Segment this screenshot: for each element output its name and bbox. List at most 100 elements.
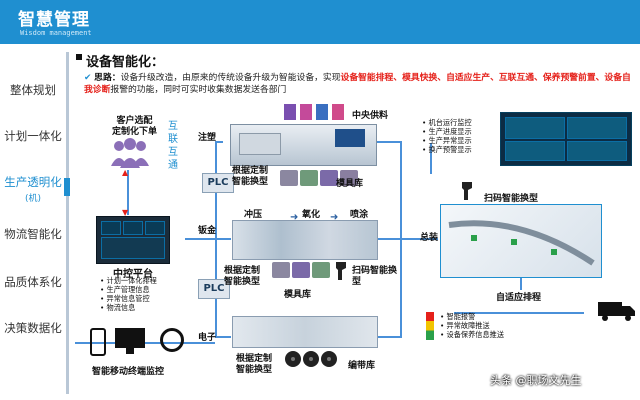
injection-label: 注塑 [198,133,217,143]
connector-line [520,276,522,290]
mold-lib-1-label: 模具库 [336,179,364,189]
mold-icon [340,170,358,186]
central-platform-label: 中控平台 [113,269,153,280]
sidebar-active-indicator [64,178,70,196]
connector-line [376,238,438,240]
scanner-icon [460,180,474,202]
header-subtitle: Wisdom management [20,29,92,37]
monitor-items-list: • 机台运行监控 • 生产进度显示 • 生产异常显示 • 换产预警显示 [422,118,472,154]
idea-text-1: 设备升级改造，由原来的传统设备升级为智能设备，实现 [120,73,341,83]
monitor-item: 机台运行监控 [428,118,472,127]
sidebar-item-label: 计划一体化 [4,129,62,143]
connector-line [215,238,231,240]
watch-icon [160,328,184,352]
platform-items-list: • 计划一体化排程 • 生产管理信息 • 异常信息管控 • 物流信息 [100,276,157,312]
sidebar-item-logistics[interactable]: 物流智能化 [2,226,64,242]
connector-line [430,143,432,174]
spraying-label: 喷涂 [350,210,369,220]
scan-change-1-label: 扫码智能换 型 [352,266,398,287]
central-supply-label: 中央供料 [352,111,389,121]
sidebar-item-plan-integration[interactable]: 计划一体化 [2,128,64,144]
header-title: 智慧管理 [18,10,90,30]
mold-icon [272,262,290,278]
adaptive-scheduling-label: 自适应排程 [496,293,542,303]
connector-line [376,336,400,338]
sidebar-item-sublabel: (机) [24,194,42,204]
sidebar-item-label: 生产透明化 [4,175,62,189]
sidebar-divider [66,52,69,394]
scanner-icon [334,260,348,282]
platform-item: 异常信息管控 [106,294,150,303]
sheet-metal-label: 钣金 [198,226,217,236]
connector-line [215,336,231,338]
sidebar-item-decision[interactable]: 决策数据化 [2,320,64,336]
platform-item: 物流信息 [106,303,136,312]
platform-item: 生产管理信息 [106,285,150,294]
interconnect-label: 互联互通 [168,121,178,171]
customer-label: 客户选配 定制化下单 [112,116,158,137]
monitor-stand [126,348,134,354]
mold-lib-2-label: 模具库 [284,290,312,300]
phone-icon [90,328,106,356]
platform-item: 计划一体化排程 [106,276,157,285]
scan-change-2-label: 扫码智能换型 [484,194,539,204]
customer-group-icon [109,138,151,168]
mold-icon [312,262,330,278]
signal-tower-icon [426,312,434,340]
idea-text-2: 报警的功能，同时可实时收集数据发送各部门 [110,85,287,95]
smt-line-image [232,316,378,348]
alarm-item: 设备保养信息推送 [446,330,505,339]
mobile-monitor-label: 智能移动终端监控 [92,367,165,377]
section-title: 设备智能化： [86,55,165,70]
custom-mold-3-label: 根据定制 智能换型 [236,354,273,375]
assembly-label: 总装 [420,233,439,243]
plc-box: PLC [198,279,230,299]
mold-icon [280,170,298,186]
arrow-down-icon: ▼ [122,208,129,217]
alarm-items-list: • 智能报警 • 异常故障推送 • 设备保养信息推送 [440,312,505,339]
connector-line [75,342,215,344]
sheet-metal-line-image [232,220,378,260]
tape-reels-image [284,350,338,368]
connector-line [127,170,129,215]
alarm-item: 智能报警 [446,312,476,321]
sidebar-item-label: 物流智能化 [4,227,62,241]
header-bar: 智慧管理 Wisdom management [0,0,640,44]
stamping-label: 冲压 [244,210,263,220]
dashboard-screens-image [500,112,632,166]
monitor-item: 换产预警显示 [428,145,472,154]
mold-icon [300,170,318,186]
bullet-square-icon [76,54,82,60]
sidebar: 整体规划 计划一体化 生产透明化 (机) 物流智能化 品质体系化 决策数据化 [0,44,70,400]
oxidation-label: 氧化 [302,210,321,220]
check-icon: ✔ [84,73,92,83]
custom-mold-1-label: 根据定制 智能换型 [232,166,269,187]
mold-icon [320,170,338,186]
sidebar-item-overall-planning[interactable]: 整体规划 [2,82,64,98]
monitor-item: 生产进度显示 [428,127,472,136]
arrow-right-icon: ➜ [330,212,339,223]
sidebar-item-production-transparency[interactable]: 生产透明化 (机) [2,174,64,204]
control-room-image [96,216,170,264]
mold-icon [292,262,310,278]
monitor-icon [115,328,145,348]
connector-line [185,238,215,240]
assembly-line-image [440,204,602,278]
arrow-right-icon: ➜ [290,212,299,223]
idea-paragraph: ✔ 思路：设备升级改造，由原来的传统设备升级为智能设备，实现设备智能排程、模具快… [84,72,632,96]
arrow-up-icon: ▲ [122,168,129,177]
idea-highlight: 设备智能排程、模具快换、自适应生产、互联互通、保养预警前置、设备自我诊断 [84,73,631,95]
plc-box: PLC [202,173,234,193]
custom-mold-2-label: 根据定制 智能换型 [224,266,261,287]
alarm-item: 异常故障推送 [446,321,490,330]
truck-icon [598,300,636,322]
connector-line [376,141,400,143]
hoppers-image [282,102,352,122]
injection-machine-image [230,124,377,166]
tape-lib-label: 编带库 [348,361,376,371]
sidebar-item-label: 品质体系化 [4,275,62,289]
idea-lead: 思路： [94,73,121,83]
monitor-item: 生产异常显示 [428,136,472,145]
sidebar-item-quality[interactable]: 品质体系化 [2,274,64,290]
sidebar-item-label: 整体规划 [10,83,56,97]
